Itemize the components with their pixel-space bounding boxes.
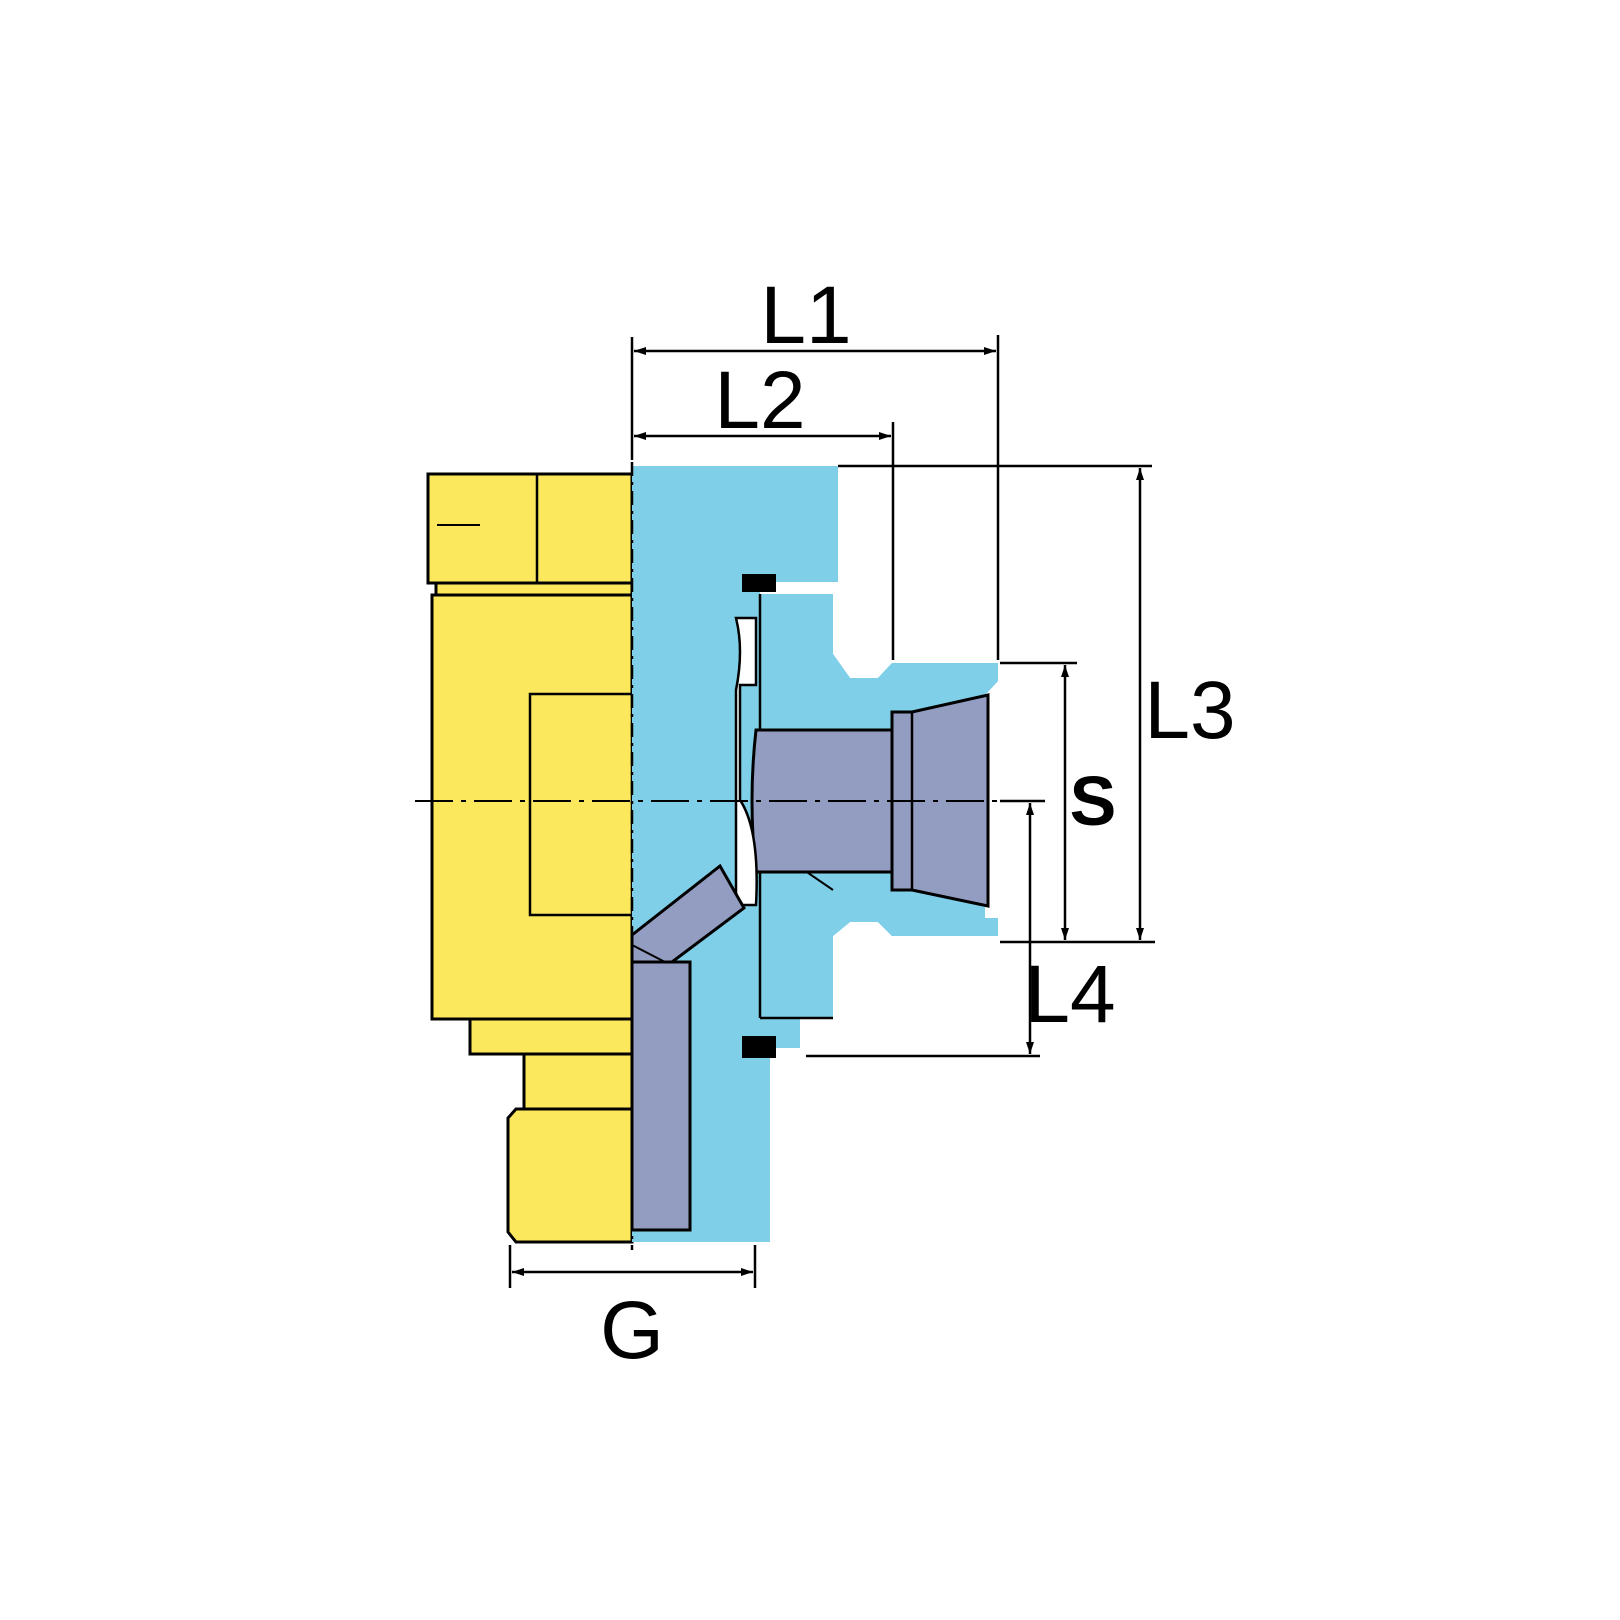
- upper-seal-ring: [742, 574, 776, 592]
- nut-groove: [434, 581, 634, 597]
- label-s: S: [1070, 762, 1117, 840]
- label-l4: L4: [1024, 949, 1115, 1040]
- lower-collar: [468, 1017, 634, 1056]
- label-l2: L2: [714, 355, 805, 446]
- hex-nut: [426, 472, 634, 585]
- label-l1: L1: [760, 270, 851, 361]
- stud-neck: [522, 1052, 634, 1111]
- center-lines: [415, 462, 1035, 1250]
- vertical-bore: [630, 960, 692, 1232]
- horizontal-bore: [750, 728, 894, 874]
- label-l3: L3: [1144, 665, 1235, 756]
- wrench-flat: [528, 692, 634, 917]
- stud-thread: [506, 1107, 634, 1244]
- dimension-lines: [508, 335, 1155, 1288]
- label-g: G: [600, 1285, 664, 1376]
- outer-view-left-half: [426, 472, 634, 1244]
- section-view-right-half: [630, 464, 1000, 1244]
- lower-seal-ring: [742, 1036, 776, 1058]
